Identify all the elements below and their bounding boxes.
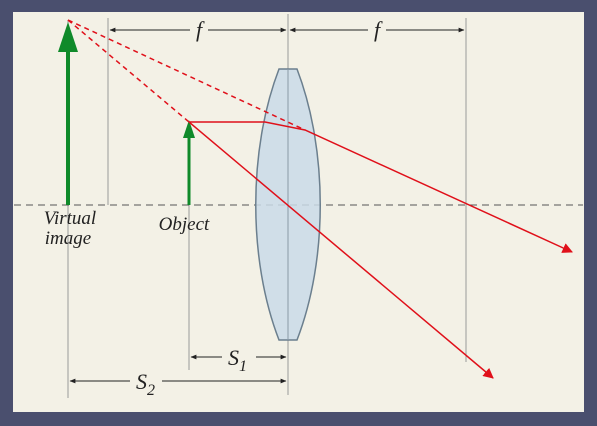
focal-length-left-label: f: [196, 17, 205, 42]
object-label: Object: [159, 214, 210, 235]
central-ray: [188, 121, 494, 379]
rays: [188, 121, 573, 379]
virtual-ray-upper: [67, 19, 306, 131]
s2-label: S2: [136, 369, 155, 399]
parallel-ray: [189, 121, 573, 253]
virtual-image-label-line2: image: [45, 228, 91, 249]
virtual-rays: [67, 19, 306, 131]
s1-label: S1: [228, 345, 247, 375]
virtual-image-label-line1: Virtual: [44, 208, 96, 229]
focal-length-right-label: f: [374, 17, 383, 42]
virtual-image-arrow: [58, 22, 78, 205]
object-arrow: [183, 120, 195, 205]
